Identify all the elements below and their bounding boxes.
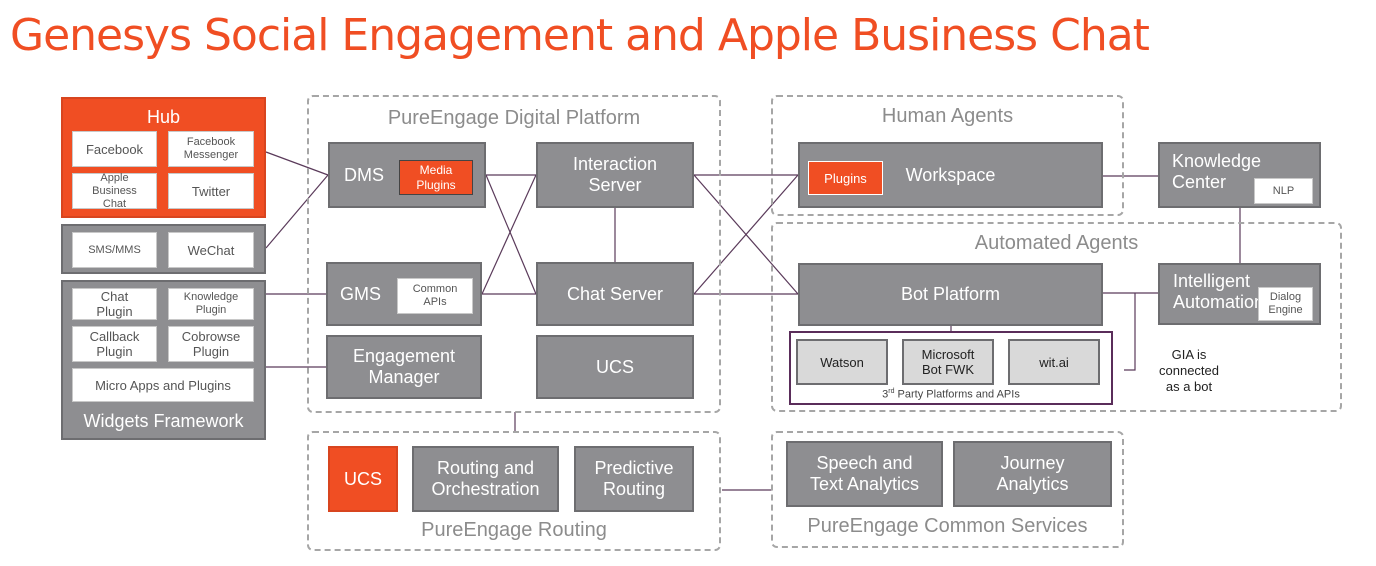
ucs-routing-box: UCS — [328, 446, 398, 512]
routing-orchestration-box: Routing and Orchestration — [412, 446, 559, 512]
common-services-label: PureEngage Common Services — [807, 515, 1088, 537]
callback-plugin: Callback Plugin — [72, 326, 157, 362]
common-apis: Common APIs — [397, 278, 473, 314]
knowledge-center-label: Knowledge Center — [1172, 151, 1262, 192]
bot-platform-box: Bot Platform — [798, 263, 1103, 326]
journey-analytics-box: Journey Analytics — [953, 441, 1112, 507]
plugins-box: Plugins — [808, 161, 883, 195]
predictive-routing-box: Predictive Routing — [574, 446, 694, 512]
routing-group — [307, 431, 721, 551]
micro-apps-plugins: Micro Apps and Plugins — [72, 368, 254, 402]
dialog-engine-box: Dialog Engine — [1258, 287, 1313, 321]
dms-label: DMS — [344, 164, 384, 185]
hub-facebook: Facebook — [72, 131, 157, 167]
common-services-group — [771, 431, 1124, 548]
media-plugins: Media Plugins — [399, 160, 473, 195]
line-gia-bracket — [1124, 293, 1136, 371]
page-title: Genesys Social Engagement and Apple Busi… — [10, 10, 1150, 61]
gms-label: GMS — [340, 283, 382, 304]
human-agents-label: Human Agents — [881, 105, 1014, 127]
watson-box: Watson — [796, 339, 888, 385]
digital-platform-group — [307, 95, 721, 413]
third-party-label: 3rd Party Platforms and APIs — [882, 388, 1020, 401]
ucs-platform-box: UCS — [536, 335, 694, 399]
witai-box: wit.ai — [1008, 339, 1100, 385]
human-agents-group — [771, 95, 1124, 216]
third-party-sup: rd — [888, 388, 895, 395]
hub-facebook-messenger: Facebook Messenger — [168, 131, 254, 167]
intelligent-automation-label: Intelligent Automation — [1173, 271, 1261, 312]
cobrowse-plugin: Cobrowse Plugin — [168, 326, 254, 362]
speech-text-analytics-box: Speech and Text Analytics — [786, 441, 943, 507]
line-dms-chat — [485, 174, 537, 295]
nlp-box: NLP — [1254, 178, 1313, 204]
workspace-label: Workspace — [905, 164, 996, 185]
sms-mms: SMS/MMS — [72, 232, 157, 268]
interaction-server-box: Interaction Server — [536, 142, 694, 208]
engagement-manager-box: Engagement Manager — [326, 335, 482, 399]
line-chat-workspace — [693, 174, 799, 295]
gia-note: GIA is connected as a bot — [1159, 347, 1219, 394]
widgets-framework-title: Widgets Framework — [83, 411, 244, 431]
wechat: WeChat — [168, 232, 254, 268]
chat-server-box: Chat Server — [536, 262, 694, 326]
line-messaging-dms — [265, 174, 329, 249]
automated-agents-label: Automated Agents — [974, 232, 1139, 254]
line-hub-dms — [265, 151, 329, 176]
routing-label: PureEngage Routing — [421, 519, 607, 541]
knowledge-plugin: Knowledge Plugin — [168, 288, 254, 320]
chat-plugin: Chat Plugin — [72, 288, 157, 320]
microsoft-bot-box: Microsoft Bot FWK — [902, 339, 994, 385]
hub-title: Hub — [146, 107, 181, 127]
line-gms-interaction — [481, 174, 537, 295]
automated-agents-group — [771, 222, 1342, 412]
digital-platform-label: PureEngage Digital Platform — [387, 107, 641, 129]
hub-twitter: Twitter — [168, 173, 254, 209]
hub-apple-business-chat: Apple Business Chat — [72, 172, 157, 210]
